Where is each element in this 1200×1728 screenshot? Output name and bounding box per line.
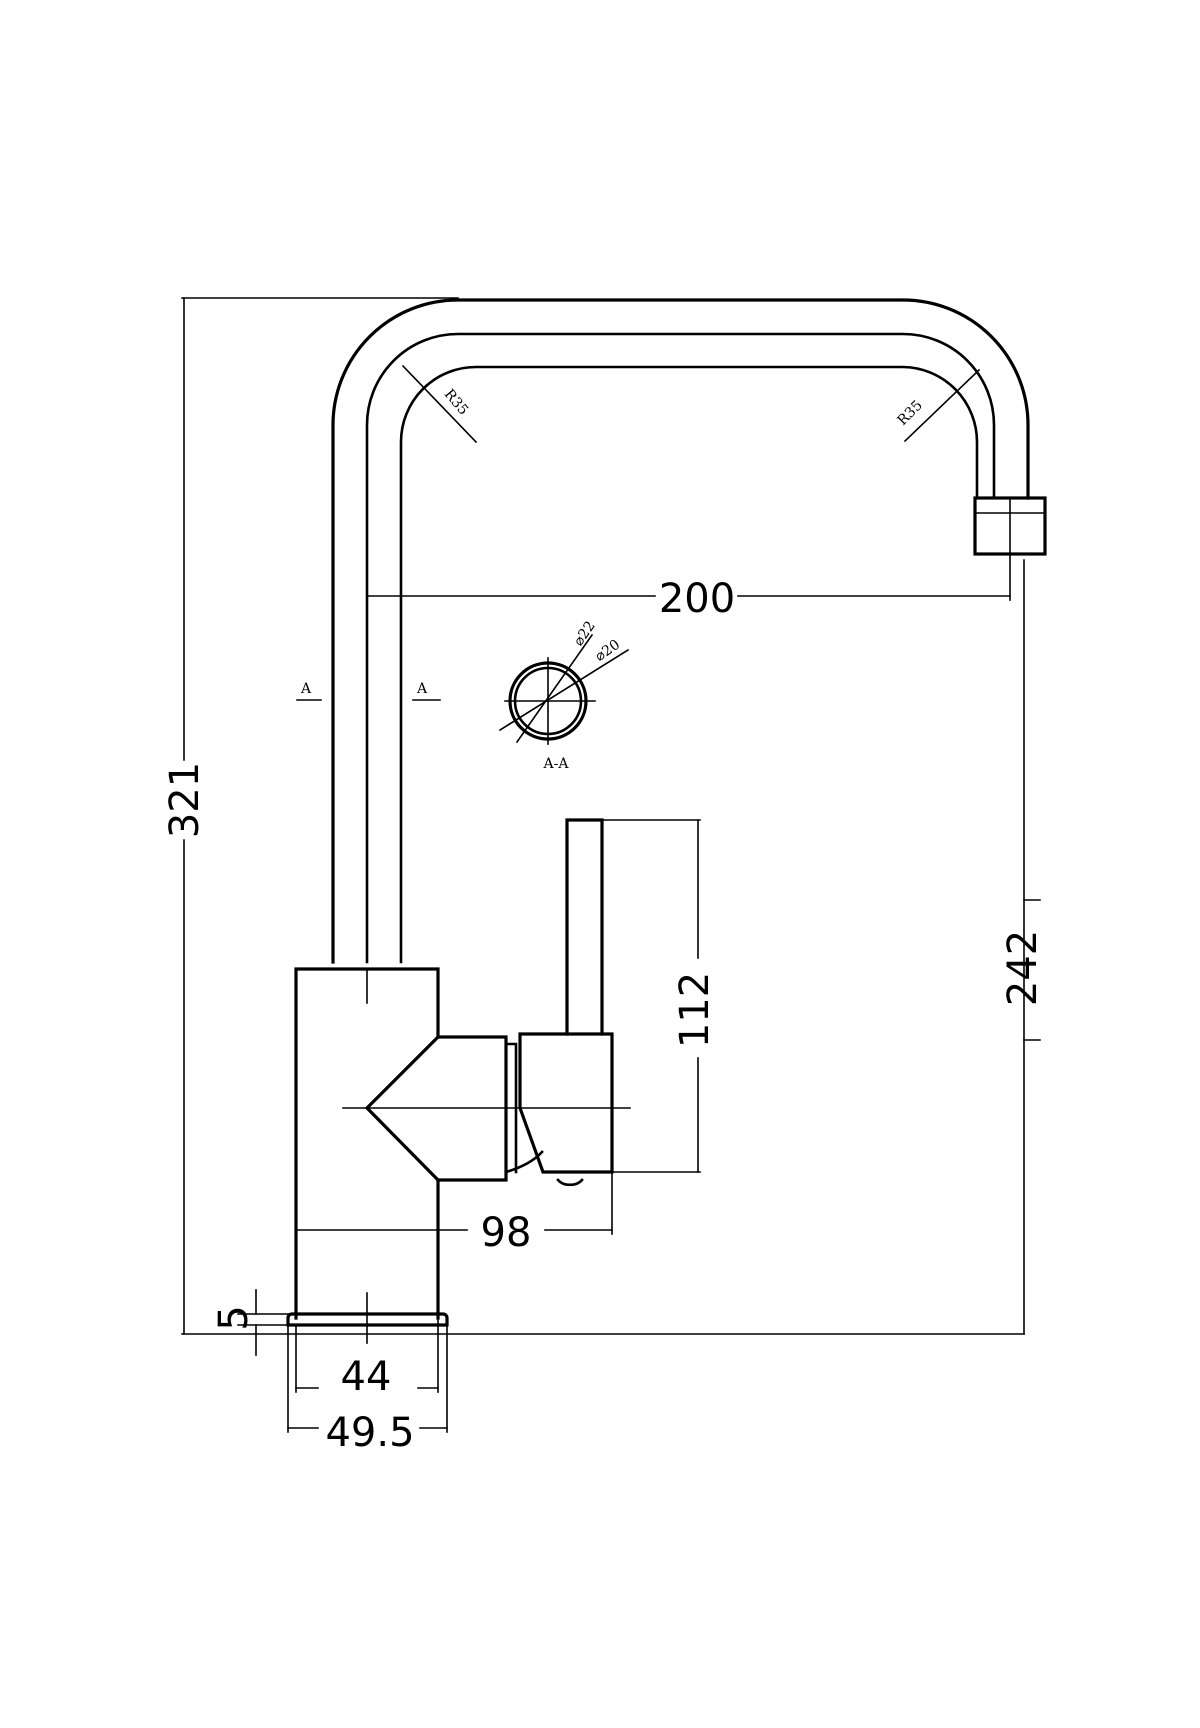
section-marker-left: A — [300, 681, 312, 697]
dim-5-text: 5 — [211, 1305, 257, 1330]
dim-242-text: 242 — [1000, 930, 1046, 1006]
spout-outer-contour — [331, 298, 1030, 964]
dim-112-text: 112 — [672, 972, 718, 1048]
spout-middle-contour — [365, 332, 996, 964]
base-plate — [286, 1312, 449, 1327]
lever-pivot — [556, 1178, 584, 1187]
section-a-a: A A ⌀22 ⌀20 A-A — [296, 618, 630, 772]
dim-49-5-text: 49.5 — [325, 1410, 414, 1456]
diameter-leader-inner — [498, 648, 630, 732]
spout-inner-contour — [399, 365, 979, 964]
dim-44-text: 44 — [341, 1354, 392, 1400]
section-marker-right: A — [416, 681, 428, 697]
diameter-leader-outer — [515, 633, 594, 744]
dimension-lines: 321 200 242 112 98 5 44 — [162, 297, 1046, 1456]
body-outline — [294, 967, 440, 1320]
lever — [518, 818, 701, 1187]
radius-leader-left — [401, 364, 478, 444]
spout: R35 R35 — [331, 298, 1047, 964]
section-label: A-A — [543, 756, 570, 772]
dim-200-text: 200 — [659, 576, 735, 622]
inner-diameter-label: ⌀20 — [592, 637, 623, 665]
lever-block — [518, 1032, 614, 1174]
dim-98-text: 98 — [481, 1210, 532, 1256]
radius-label-right: R35 — [894, 397, 925, 428]
radius-label-left: R35 — [441, 386, 471, 418]
radius-leader-right — [903, 368, 981, 443]
tap-body — [286, 967, 631, 1344]
valve-hub — [504, 1042, 544, 1174]
outer-diameter-label: ⌀22 — [571, 618, 599, 649]
dim-321-text: 321 — [162, 762, 208, 838]
lever-handle — [565, 818, 604, 1036]
